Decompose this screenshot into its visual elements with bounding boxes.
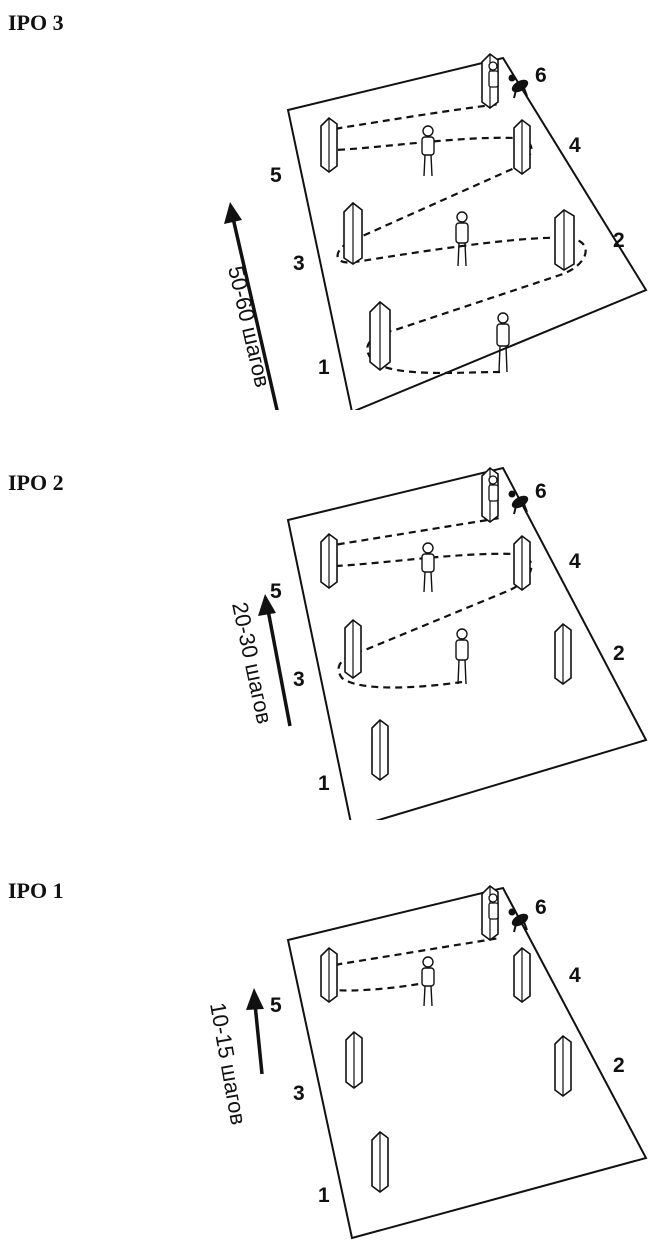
- blind-number-3: 3: [293, 668, 305, 691]
- blind-2: [554, 209, 575, 271]
- blind-number-4: 4: [569, 964, 581, 987]
- blind-2: [554, 622, 572, 685]
- handler-figure: [455, 211, 469, 267]
- blind-number-6: 6: [535, 896, 547, 919]
- blind-number-6: 6: [535, 480, 547, 503]
- blind-number-5: 5: [270, 580, 282, 603]
- blind-3: [344, 618, 362, 679]
- distance-label: 10-15 шагов: [205, 1001, 251, 1127]
- blind-number-2: 2: [613, 1054, 625, 1077]
- helper-figure: [488, 61, 499, 88]
- distance-label: 50-60 шагов: [223, 264, 275, 390]
- blind-number-4: 4: [569, 134, 581, 157]
- blind-number-3: 3: [293, 252, 305, 275]
- blind-5: [320, 532, 338, 589]
- panel-title: IPO 3: [8, 10, 64, 35]
- dog-figure: [508, 74, 529, 99]
- blind-4: [513, 946, 531, 1003]
- distance-arrow: [258, 594, 292, 727]
- panel-ipo3: IPO 3 50-60: [0, 0, 651, 410]
- field-outline: [286, 56, 648, 410]
- blind-3: [343, 201, 363, 265]
- blind-number-1: 1: [318, 356, 330, 379]
- handler-figure: [421, 125, 435, 177]
- helper-figure: [488, 475, 499, 502]
- handler-figure: [421, 956, 435, 1007]
- blind-number-4: 4: [569, 550, 581, 573]
- blind-4: [513, 534, 531, 591]
- field-outline: [286, 886, 648, 1240]
- blind-number-6: 6: [535, 64, 547, 87]
- blind-number-1: 1: [318, 772, 330, 795]
- helper-figure: [488, 893, 499, 920]
- panel-title: IPO 1: [8, 878, 64, 903]
- field-diagram: 10-15 шагов 1 2 3 4 5 6: [205, 884, 648, 1240]
- handler-figure: [455, 628, 469, 685]
- blind-1: [369, 300, 391, 372]
- search-route: [322, 936, 501, 992]
- blind-number-5: 5: [270, 164, 282, 187]
- distance-arrow: [246, 988, 264, 1075]
- blind-5: [320, 116, 338, 173]
- distance-arrow: [224, 202, 279, 410]
- blind-5: [320, 946, 338, 1003]
- handler-figure: [496, 312, 510, 373]
- blind-number-3: 3: [293, 1082, 305, 1105]
- field-outline: [286, 466, 648, 820]
- blind-number-2: 2: [613, 229, 625, 252]
- blind-number-5: 5: [270, 994, 282, 1017]
- blind-2: [554, 1034, 572, 1097]
- dog-figure: [508, 908, 529, 933]
- blind-number-2: 2: [613, 642, 625, 665]
- blind-number-1: 1: [318, 1184, 330, 1207]
- panel-ipo1: IPO 1 10-15 шагов 1 2 3 4 5 6: [0, 820, 651, 1240]
- panel-ipo2: IPO 2 20-30 шагов 1 2 3 4 5 6: [0, 410, 651, 820]
- handler-figure: [421, 542, 435, 593]
- blind-1: [371, 718, 389, 781]
- search-route: [320, 516, 533, 689]
- blind-3: [345, 1030, 363, 1089]
- field-diagram: 50-60 шагов 1 2 3 4 5 6: [223, 52, 648, 410]
- blind-4: [513, 118, 531, 175]
- panel-title: IPO 2: [8, 470, 64, 495]
- dog-figure: [508, 490, 529, 515]
- field-diagram: 20-30 шагов 1 2 3 4 5 6: [227, 466, 648, 820]
- blind-1: [371, 1130, 389, 1193]
